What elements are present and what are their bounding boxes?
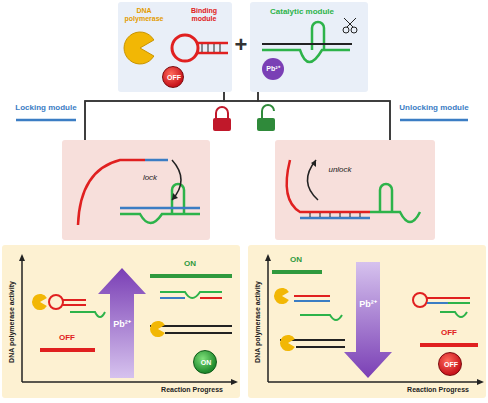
scissors-icon <box>343 18 357 33</box>
cleaved-module <box>160 292 222 298</box>
activity-panel: DNA polymerase activityReaction Progress… <box>248 245 486 398</box>
locked-panel: lock <box>62 140 210 240</box>
base-pairs <box>310 213 360 217</box>
off-bar <box>420 343 478 347</box>
unlocked-panel: unlock <box>275 140 435 240</box>
node-text: DNA polymerase activity <box>8 281 16 363</box>
branch-line <box>85 92 224 140</box>
dna-duplex <box>280 340 345 347</box>
branch-line <box>224 92 390 140</box>
branch-line <box>258 92 390 140</box>
dna-duplex <box>150 326 232 333</box>
plus-sign: + <box>235 33 248 57</box>
button-text: OFF <box>444 361 458 369</box>
unlock-icon <box>257 105 275 131</box>
open-complex <box>294 296 342 320</box>
on-bar <box>272 270 322 274</box>
state-label: ON <box>290 256 302 265</box>
node-text: DNA polymerase activity <box>254 281 262 363</box>
state-label: OFF <box>441 329 457 338</box>
module-label: Unlocking module <box>399 104 468 113</box>
base-pairs <box>202 44 220 52</box>
ion-label: Pb²⁺ <box>359 300 377 310</box>
arrowhead <box>477 379 484 385</box>
lead-ion: Pb²⁺ <box>262 58 284 80</box>
node-text: lock <box>143 174 157 183</box>
pb-arrow-up <box>98 268 146 378</box>
unlocked-complex <box>287 160 420 222</box>
locked-complex <box>78 160 200 225</box>
node-text: Reaction Progress <box>407 386 469 394</box>
arrowhead <box>311 160 316 167</box>
binding-stem <box>197 43 228 53</box>
branch-line <box>85 92 258 140</box>
off-bar <box>40 348 95 352</box>
node-text: Binding module <box>182 7 226 22</box>
arrowhead <box>19 254 25 261</box>
axes <box>268 258 480 382</box>
button-text: Pb²⁺ <box>266 65 279 73</box>
on-bar <box>150 274 232 278</box>
lock-arrow <box>172 160 181 200</box>
off-button: OFF <box>438 352 462 376</box>
module-label: Locking module <box>15 104 76 113</box>
node-text: Reaction Progress <box>161 386 223 394</box>
polymerase-icon <box>280 335 295 351</box>
polymerase-icon <box>32 294 47 310</box>
node-text: Catalytic module <box>270 8 334 17</box>
axes <box>22 258 234 382</box>
arrowhead <box>265 254 271 261</box>
off-button: OFF <box>162 66 184 88</box>
locking-strand <box>16 119 76 122</box>
on-button: ON <box>193 350 217 374</box>
state-label: OFF <box>59 334 75 343</box>
substrate-strand <box>262 43 352 45</box>
node-text: unlock <box>328 166 351 175</box>
ion-label: Pb²⁺ <box>113 320 131 330</box>
unlock-arrow <box>307 160 318 200</box>
arrowhead <box>172 193 178 200</box>
polymerase-icon <box>124 32 154 64</box>
lock-icon <box>213 107 231 131</box>
polymerase-icon <box>274 288 289 304</box>
inactive-complex <box>49 295 105 317</box>
catalytic-strand <box>262 22 350 62</box>
button-text: OFF <box>167 74 181 82</box>
arrowhead <box>231 379 238 385</box>
node-text: DNA polymerase <box>122 7 166 22</box>
state-label: ON <box>184 260 196 269</box>
unlocking-strand <box>400 119 468 122</box>
activity-panel: DNA polymerase activityReaction Progress… <box>2 245 240 398</box>
button-text: ON <box>201 359 212 367</box>
pb-arrow-down <box>344 262 392 378</box>
catalytic-panel: Catalytic modulePb²⁺ <box>250 2 368 92</box>
polymerase-icon <box>150 321 165 337</box>
binding-panel: DNA polymerase Binding moduleOFF <box>118 2 232 92</box>
relocked-complex <box>413 293 470 317</box>
binding-loop <box>172 35 198 61</box>
